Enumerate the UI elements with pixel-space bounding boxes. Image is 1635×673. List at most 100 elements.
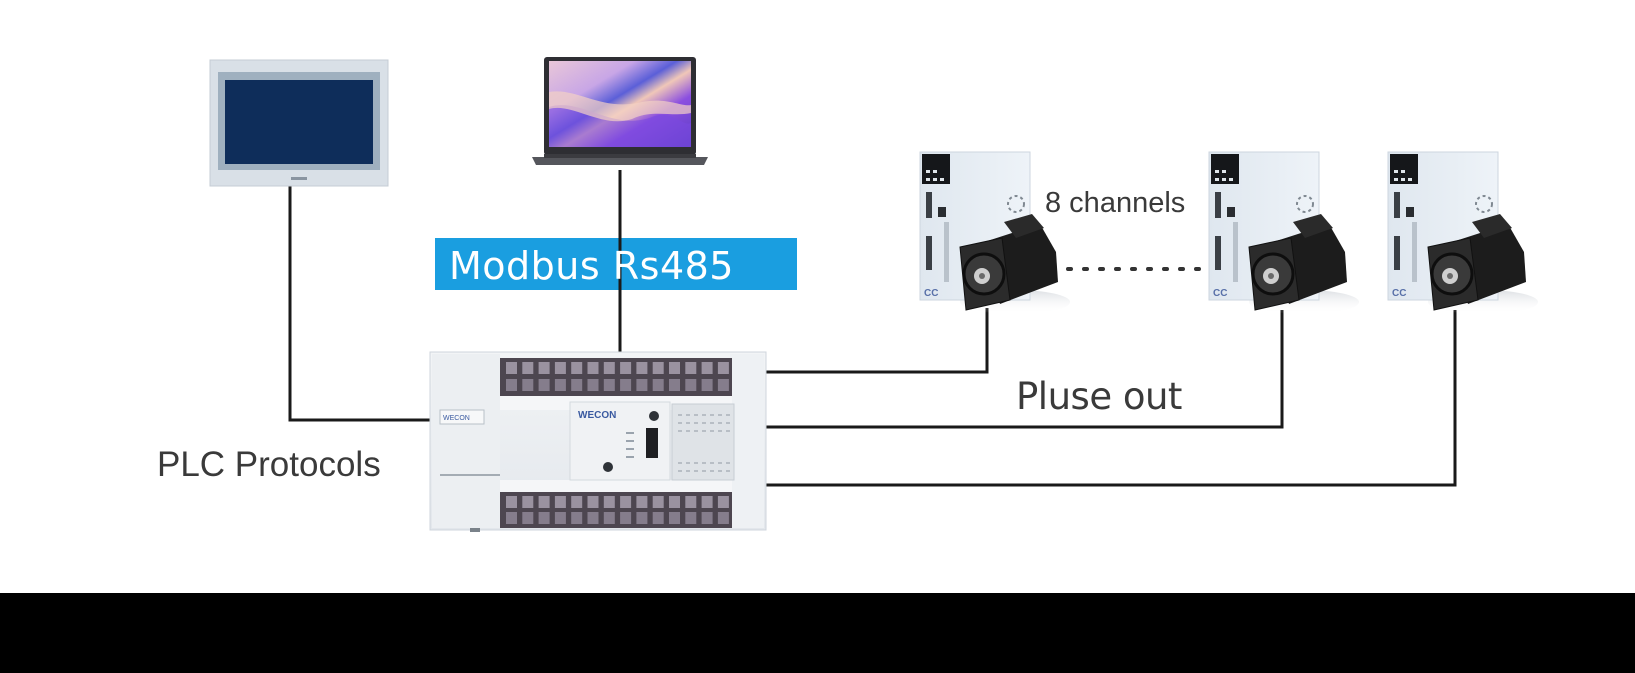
plc-io-led [726,422,730,424]
plc-io-led [686,430,690,432]
plc-terminal-screw [702,496,713,508]
plc-terminal-screw [604,362,615,374]
plc-io-led [686,422,690,424]
plc-top-terminals [500,358,732,396]
servo-drive-rj45-port [1406,207,1414,217]
plc-terminal-screw [702,362,713,374]
plc-protocols-label: PLC Protocols [157,447,381,482]
servo-drive-button [1408,178,1412,181]
servo-drive-button [1215,170,1219,173]
plc-io-led [694,462,698,464]
plc-io-led [726,462,730,464]
plc-left-badge-text: WECON [443,415,470,422]
plc-terminal-screw [539,512,550,524]
plc-io-led [726,430,730,432]
plc-terminal-screw [588,362,599,374]
servo-unit-1[interactable]: CC [920,152,1070,314]
servo-drive-connector [1215,192,1221,218]
servo-drive-rj45-port [1227,207,1235,217]
servo-drive-button [1229,178,1233,181]
plc-io-led [694,422,698,424]
plc-terminal-screw [522,512,533,524]
plc-terminal-screw [653,362,664,374]
laptop-hinge [544,154,696,158]
plc-terminal-screw [636,512,647,524]
servo-drive-terminal-strip [1412,222,1417,282]
plc-terminal-screw [620,379,631,391]
servo-drive-button [933,170,937,173]
servo-motor-shaft-center [1268,273,1274,279]
plc-terminal-screw [718,512,729,524]
servo-unit-2[interactable]: CC [1209,152,1359,314]
plc-bottom-label-strip [500,480,732,492]
plc-io-led [702,422,706,424]
plc-terminal-screw [636,379,647,391]
plc-terminal-screw [571,362,582,374]
diagram-canvas: WECON WECON CC CC CC [0,0,1635,593]
plc-right-module [730,354,764,528]
plc-io-led [718,422,722,424]
servo-drive-logo: CC [1213,288,1227,299]
plc-terminal-screw [718,496,729,508]
servo-unit-3[interactable]: CC [1388,152,1538,314]
diagram-svg: WECON WECON CC CC CC [0,0,1635,593]
hmi-panel[interactable] [210,60,388,186]
plc-io-led [702,430,706,432]
plc-terminal-screw [588,512,599,524]
plc-io-led [726,414,730,416]
plc-terminal-screw [522,379,533,391]
laptop-base [532,157,708,165]
plc-io-led [710,470,714,472]
plc-terminal-screw [604,512,615,524]
plc-terminal-screw [620,496,631,508]
servo-drive-connector [1215,236,1221,270]
channels-label: 8 channels [1045,189,1185,218]
bottom-black-band [0,593,1635,673]
plc-terminal-screw [555,362,566,374]
plc-io-led [678,462,682,464]
servo-drive-button [1394,170,1398,173]
plc-io-led [718,414,722,416]
modbus-label: Modbus Rs485 [449,244,734,288]
servo-drive-connector [1394,192,1400,218]
plc-io-led [694,430,698,432]
plc-bottom-foot [470,528,480,532]
plc-terminal-screw [506,496,517,508]
plc-terminal-screw [653,379,664,391]
plc-controller[interactable]: WECON WECON [430,352,766,532]
plc-knob-top [649,411,659,421]
plc-terminal-screw [653,512,664,524]
plc-terminal-screw [669,496,680,508]
servo-drive-terminal-strip [944,222,949,282]
plc-terminal-screw [604,496,615,508]
servo-drive-button [926,178,930,181]
servo-motor-shaft-center [979,273,985,279]
plc-terminal-screw [539,362,550,374]
plc-io-led [686,462,690,464]
plc-io-led [702,462,706,464]
servo-drive-connector [1394,236,1400,270]
servo-drive-rj45-port [938,207,946,217]
plc-io-led [694,470,698,472]
plc-io-led [678,422,682,424]
servo-drive-connector [926,236,932,270]
hmi-screen [225,80,373,164]
plc-terminal-screw [685,362,696,374]
plc-io-led [678,430,682,432]
plc-io-led [686,414,690,416]
plc-io-led [702,414,706,416]
plc-io-led [678,414,682,416]
plc-terminal-screw [685,379,696,391]
plc-terminal-screw [555,512,566,524]
plc-io-led [710,430,714,432]
plc-terminal-screw [702,512,713,524]
plc-terminal-screw [571,496,582,508]
laptop[interactable] [532,57,708,165]
plc-knob-bottom [603,462,613,472]
servo-drive-logo: CC [924,288,938,299]
plc-terminal-screw [506,362,517,374]
plc-terminal-screw [669,362,680,374]
plc-io-led [718,430,722,432]
plc-terminal-screw [506,512,517,524]
plc-terminal-screw [588,496,599,508]
